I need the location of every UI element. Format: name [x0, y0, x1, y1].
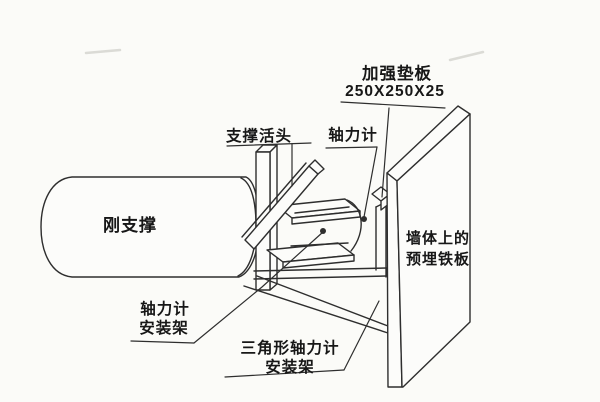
label-reinforce-plate-size: 250X250X25: [345, 83, 445, 100]
callout-endpoint-dot: [361, 216, 367, 222]
label-wall-plate-line2: 预埋铁板: [406, 250, 470, 268]
callout-support-head: [226, 142, 312, 187]
triangular-brace: [243, 275, 389, 334]
label-meter-bracket-line2: 安装架: [139, 318, 189, 337]
callout-leader: [193, 231, 324, 344]
callout-underline: [340, 101, 446, 109]
label-support-head: 支撑活头: [225, 126, 292, 145]
label-wall-plate-line1: 墙体上的: [406, 229, 470, 247]
callout-reinforce-plate: [340, 101, 446, 198]
scan-smudge: [84, 48, 122, 55]
callout-tri-bracket: [224, 300, 380, 378]
callout-meter-bracket: [130, 228, 326, 344]
label-axial-meter: 轴力计: [328, 125, 378, 144]
axial-force-meter-body: [290, 199, 362, 252]
callout-underline: [325, 146, 378, 149]
frame-bottom-plate-edge: [282, 254, 355, 269]
label-meter-bracket-line1: 轴力计: [140, 299, 190, 318]
label-tri-bracket-line1: 三角形轴力计: [240, 338, 339, 357]
callout-axial-meter: [325, 146, 378, 222]
label-steel-support: 刚支撑: [103, 215, 157, 235]
callout-endpoint-dot: [320, 228, 326, 234]
label-reinforce-plate: 加强垫板: [361, 63, 432, 83]
support-head-wedge: [241, 159, 325, 250]
callout-underline: [224, 369, 345, 378]
scan-smudge: [448, 50, 485, 62]
callout-leader: [343, 300, 380, 371]
meter-mounting-frame: [253, 198, 388, 280]
label-tri-bracket-line2: 安装架: [265, 357, 315, 376]
callout-underline: [226, 142, 312, 147]
embedded-wall-plate: [386, 105, 471, 388]
callout-leader: [381, 107, 390, 198]
frame-right-upright: [375, 201, 387, 278]
callout-underline: [130, 340, 195, 344]
callout-leader: [363, 146, 378, 218]
